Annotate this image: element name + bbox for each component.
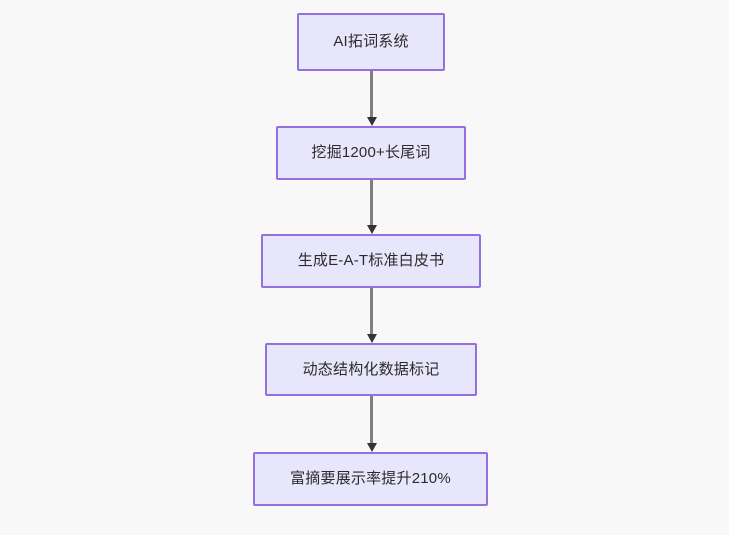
flow-edge <box>366 396 377 452</box>
flow-node[interactable]: AI拓词系统 <box>297 13 445 71</box>
edge-line <box>370 71 373 119</box>
edge-line <box>370 180 373 227</box>
flow-node-label: 生成E-A-T标准白皮书 <box>297 252 445 269</box>
flow-node[interactable]: 挖掘1200+长尾词 <box>276 126 466 180</box>
flow-node-label: 富摘要展示率提升210% <box>290 470 451 487</box>
flow-node[interactable]: 富摘要展示率提升210% <box>253 452 488 506</box>
flow-node[interactable]: 生成E-A-T标准白皮书 <box>261 234 481 288</box>
flow-edge <box>366 71 377 126</box>
arrowhead-icon <box>366 117 377 126</box>
arrowhead-icon <box>366 225 377 234</box>
flow-node-label: 挖掘1200+长尾词 <box>311 144 431 161</box>
flow-edge <box>366 180 377 234</box>
edge-line <box>370 288 373 336</box>
edge-line <box>370 396 373 445</box>
flow-node-label: AI拓词系统 <box>333 33 409 50</box>
flow-edge <box>366 288 377 343</box>
arrowhead-icon <box>366 443 377 452</box>
flow-node-label: 动态结构化数据标记 <box>302 360 440 378</box>
flow-node[interactable]: 动态结构化数据标记 <box>265 343 477 396</box>
arrowhead-icon <box>366 334 377 343</box>
